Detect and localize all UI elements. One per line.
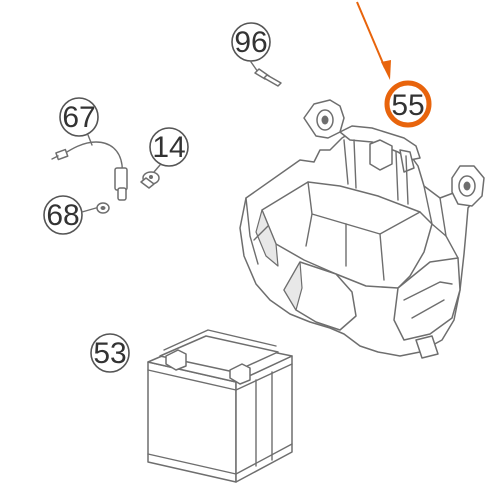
screw-icon [140,164,161,189]
callout-14-label: 14 [152,131,185,164]
callout-53-label: 53 [93,337,126,370]
cable-icon [51,134,128,201]
callout-67-label: 67 [62,101,95,134]
bolt-icon [250,61,282,87]
callout-96-label: 96 [234,26,267,59]
callout-67[interactable]: 67 [59,97,99,137]
washer-icon [81,202,110,214]
callout-55-label: 55 [391,89,424,122]
highlight-arrow [356,1,391,80]
callout-68[interactable]: 68 [43,195,83,235]
holder-icon [239,99,485,359]
callout-55[interactable]: 55 [384,80,432,128]
callout-96[interactable]: 96 [231,22,271,62]
callout-14[interactable]: 14 [149,127,189,167]
callout-68-label: 68 [46,199,79,232]
battery-icon [147,329,293,483]
callout-53[interactable]: 53 [90,333,130,373]
